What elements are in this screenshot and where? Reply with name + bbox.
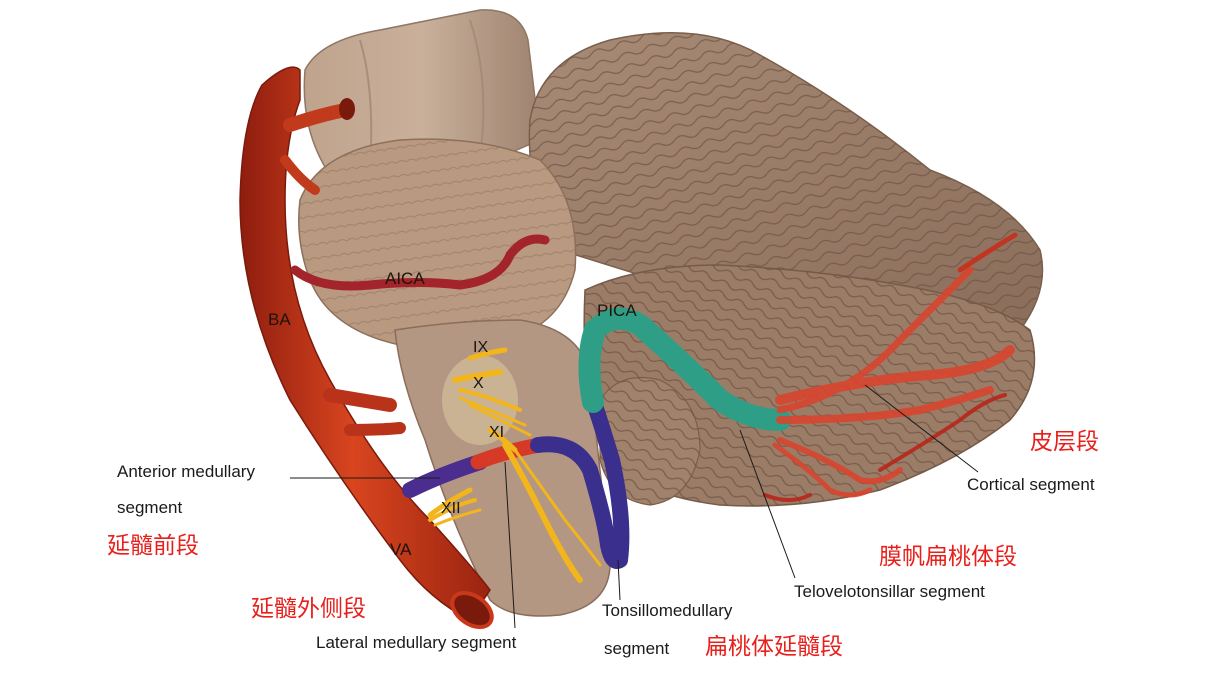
- aica-vessel: [290, 234, 550, 291]
- leader-lines: [290, 384, 979, 629]
- telovelotonsillar-label-zh: 膜帆扁桃体段: [879, 544, 1017, 570]
- tonsillomedullary-label-line1: Tonsillomedullary: [602, 601, 733, 620]
- cortical-segment-vessels: [763, 232, 1018, 502]
- va-label: VA: [390, 540, 412, 559]
- anterior-medullary-label-line2: segment: [117, 498, 183, 517]
- olive: [442, 355, 518, 445]
- anterior-medullary-label-zh: 延髓前段: [107, 533, 199, 559]
- cranial-nerves: [427, 347, 602, 583]
- cortical-label: Cortical segment: [967, 475, 1095, 494]
- telovelotonsillar-segment-vessel: [578, 307, 791, 431]
- ba-label: BA: [268, 310, 291, 329]
- tonsillomedullary-label-line2: segment: [604, 639, 670, 658]
- tonsillomedullary-segment-vessel: [530, 392, 630, 569]
- nerve-x-label: X: [473, 375, 484, 392]
- basilar-vertebral-artery: [239, 66, 494, 630]
- aica-label: AICA: [385, 269, 425, 288]
- nerve-xii-label: XII: [441, 500, 461, 517]
- upper-brainstem: [303, 9, 541, 176]
- nerve-ix-label: IX: [473, 339, 489, 356]
- lateral-medullary-label: Lateral medullary segment: [316, 633, 517, 652]
- pons: [298, 138, 577, 346]
- nerve-xi-label: XI: [489, 424, 505, 441]
- lateral-medullary-label-zh: 延髓外侧段: [251, 596, 366, 622]
- anterior-medullary-label-line1: Anterior medullary: [117, 462, 255, 481]
- cortical-label-zh: 皮层段: [1030, 429, 1099, 455]
- cerebellum-upper: [528, 32, 1044, 331]
- tonsillomedullary-label-zh: 扁桃体延髓段: [705, 634, 843, 660]
- pica-label: PICA: [597, 301, 637, 320]
- telovelotonsillar-label: Telovelotonsillar segment: [794, 582, 985, 601]
